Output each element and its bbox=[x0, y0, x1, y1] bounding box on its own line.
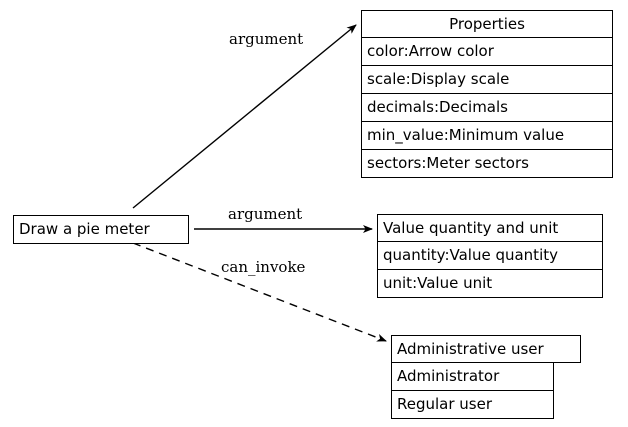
node-row-unit: unit:Value unit bbox=[377, 270, 603, 298]
edge-label-argument-properties: argument bbox=[229, 30, 304, 48]
node-draw-a-pie-meter[interactable]: Draw a pie meter bbox=[13, 215, 189, 244]
edge-argument-properties bbox=[132, 24, 357, 209]
node-value-quantity-and-unit[interactable]: Value quantity and unit quantity:Value q… bbox=[377, 214, 603, 298]
node-row-quantity: quantity:Value quantity bbox=[377, 242, 603, 270]
node-header-properties: Properties bbox=[361, 10, 613, 38]
node-row-min-value: min_value:Minimum value bbox=[361, 122, 613, 150]
node-row-sectors: sectors:Meter sectors bbox=[361, 150, 613, 178]
edge-can-invoke bbox=[132, 242, 387, 342]
node-row-administrator: Administrator bbox=[391, 363, 554, 391]
node-row-decimals: decimals:Decimals bbox=[361, 94, 613, 122]
node-row-scale: scale:Display scale bbox=[361, 66, 613, 94]
edge-label-can-invoke: can_invoke bbox=[221, 258, 306, 276]
node-row-color: color:Arrow color bbox=[361, 38, 613, 66]
node-administrative-user[interactable]: Administrative user Administrator Regula… bbox=[391, 335, 581, 419]
node-properties[interactable]: Properties color:Arrow color scale:Displ… bbox=[361, 10, 613, 178]
node-row-regular-user: Regular user bbox=[391, 391, 554, 419]
edge-label-argument-value: argument bbox=[228, 205, 303, 223]
node-header-value-quantity-and-unit: Value quantity and unit bbox=[377, 214, 603, 242]
node-header-administrative-user: Administrative user bbox=[391, 335, 581, 363]
node-header-draw-a-pie-meter: Draw a pie meter bbox=[13, 215, 189, 244]
